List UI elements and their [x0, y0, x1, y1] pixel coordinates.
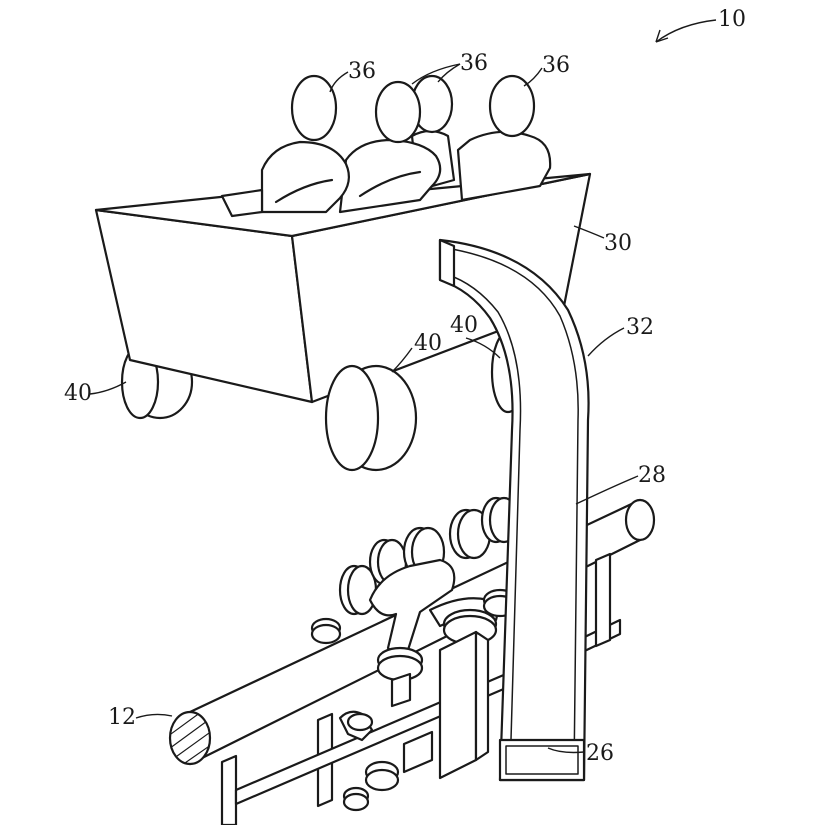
ref-32: 32	[626, 315, 654, 340]
ref-28: 28	[638, 463, 666, 488]
bogie-post	[440, 632, 476, 778]
ref-36-right: 36	[542, 53, 570, 78]
ref-40-left: 40	[64, 381, 92, 406]
passenger-left	[262, 76, 349, 212]
ref-36-middle: 36	[460, 51, 488, 76]
ref-12: 12	[108, 705, 136, 730]
ref-40-front: 40	[414, 331, 442, 356]
ref-26: 26	[586, 741, 614, 766]
ref-10: 10	[718, 7, 746, 32]
ref-30: 30	[604, 231, 632, 256]
passenger-right	[458, 76, 550, 200]
ref-40-rear: 40	[450, 313, 478, 338]
ref-36-left: 36	[348, 59, 376, 84]
